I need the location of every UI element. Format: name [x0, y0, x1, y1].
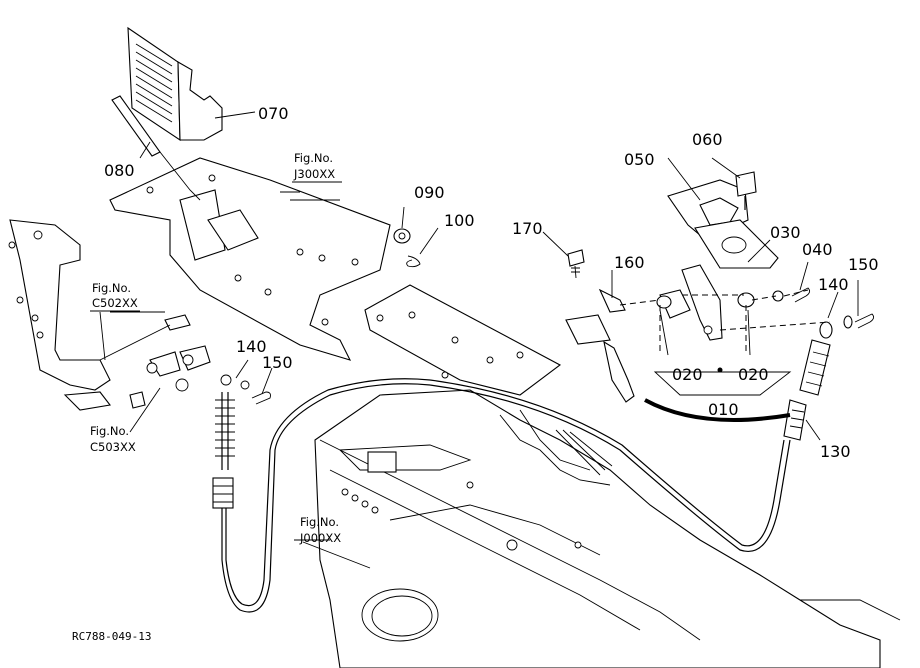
fig-ref-j000: J000XX [299, 531, 341, 545]
part-label-060: 060 [692, 130, 723, 149]
fig-ref-c503-prefix: Fig.No. [90, 424, 129, 438]
fig-ref-c503: C503XX [90, 440, 136, 454]
part-label-020-left: 020 [672, 365, 703, 384]
part-label-050: 050 [624, 150, 655, 169]
left-bracket [8, 219, 191, 411]
clip-150-left [251, 391, 271, 405]
bolt-060 [735, 171, 757, 210]
part-label-140-left: 140 [236, 337, 267, 356]
part-label-080: 080 [104, 161, 135, 180]
fig-ref-c502: C502XX [92, 296, 138, 310]
bracket-010 [644, 367, 792, 422]
fig-ref-j300: J300XX [293, 167, 335, 181]
part-label-150-left: 150 [262, 353, 293, 372]
part-label-010: 010 [708, 400, 739, 419]
floor-plate [109, 157, 391, 361]
part-label-030: 030 [770, 223, 801, 242]
clevis-left [129, 345, 250, 409]
throttle-cable [212, 315, 853, 613]
part-label-150-right: 150 [848, 255, 879, 274]
accelerator-pedal [111, 26, 223, 201]
fig-ref-j000-prefix: Fig.No. [300, 515, 339, 529]
part-label-090: 090 [414, 183, 445, 202]
bolt-170 [567, 249, 585, 279]
part-label-020-right: 020 [738, 365, 769, 384]
drawing-code: RC788-049-13 [72, 630, 151, 643]
part-label-170: 170 [512, 219, 543, 238]
part-label-070: 070 [258, 104, 289, 123]
right-floor-plate [364, 284, 562, 396]
part-labels: 070 080 090 100 050 060 030 040 150 140 … [104, 104, 879, 461]
pin-100 [406, 255, 421, 268]
clip-150-right [854, 313, 875, 329]
part-label-130: 130 [820, 442, 851, 461]
part-label-140-right: 140 [818, 275, 849, 294]
part-label-040: 040 [802, 240, 833, 259]
figure-references: Fig.No. J300XX Fig.No. C502XX Fig.No. C5… [90, 151, 342, 545]
fig-ref-j300-prefix: Fig.No. [294, 151, 333, 165]
lever-bracket [565, 179, 831, 403]
washer-090 [393, 228, 411, 244]
lower-frame [314, 389, 901, 668]
part-label-160: 160 [614, 253, 645, 272]
part-label-100: 100 [444, 211, 475, 230]
clip-040 [791, 287, 811, 303]
fig-ref-c502-prefix: Fig.No. [92, 281, 131, 295]
leader-lines [99, 111, 859, 569]
